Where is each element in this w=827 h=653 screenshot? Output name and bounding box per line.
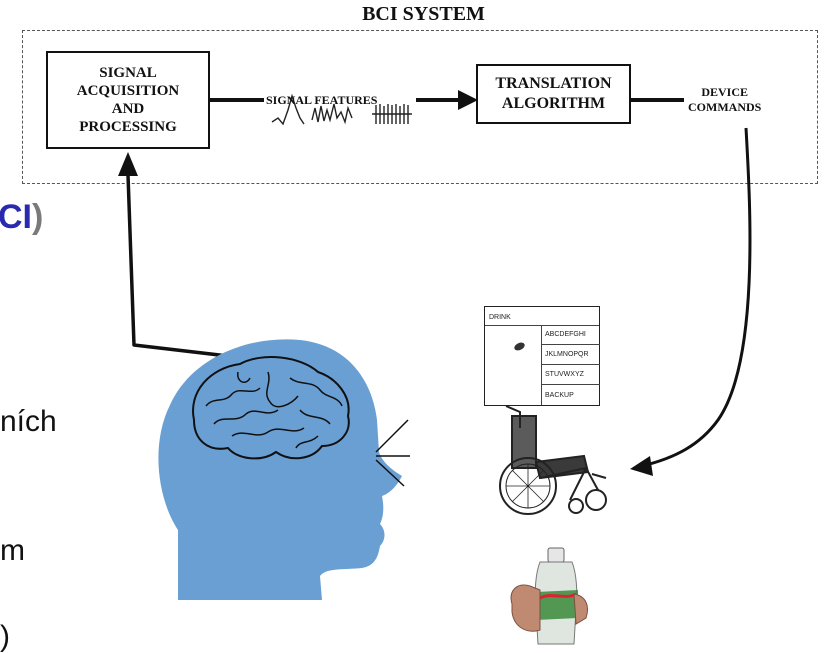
screen-word: DRINK	[489, 314, 511, 321]
screen-divider	[485, 325, 599, 326]
signal-features-label: SIGNAL FEATURES	[266, 93, 378, 107]
signal-acquisition-block: SIGNAL ACQUISITION AND PROCESSING	[46, 51, 210, 149]
menu-item: STUVWXYZ	[542, 365, 600, 385]
slide-text-fragment-2: m	[0, 534, 25, 567]
emission-lines-icon	[375, 419, 410, 487]
slide-title-paren: )	[32, 198, 44, 236]
waveform-icon	[271, 93, 412, 126]
diagram-heading: BCI SYSTEM	[362, 3, 485, 25]
menu-item: JKLMNOPQR	[542, 345, 600, 365]
translation-algorithm-block: TRANSLATION ALGORITHM	[476, 64, 631, 124]
wheelchair-icon	[499, 405, 607, 515]
arrow-to-acquisition	[118, 152, 138, 176]
cursor-icon	[513, 341, 526, 352]
speller-screen: DRINK ABCDEFGHI JKLMNOPQR STUVWXYZ BACKU…	[484, 306, 600, 406]
screen-menu: ABCDEFGHI JKLMNOPQR STUVWXYZ BACKUP	[541, 325, 600, 405]
hand-bottle-icon	[510, 547, 588, 645]
menu-item: ABCDEFGHI	[542, 325, 600, 345]
slide-text-fragment-1: ních	[0, 405, 57, 438]
feedback-path	[126, 174, 263, 362]
command-path	[641, 127, 752, 468]
arrow-to-translation	[458, 90, 478, 110]
slide-title-fragment: CI)	[0, 200, 43, 234]
slide-text-fragment-3: )	[0, 620, 10, 653]
device-commands-label: DEVICE COMMANDS	[688, 85, 762, 114]
signal-acquisition-label: SIGNAL ACQUISITION AND PROCESSING	[76, 65, 180, 135]
arrow-to-devices	[630, 456, 653, 476]
brain-icon	[192, 356, 350, 460]
system-boundary	[22, 30, 818, 184]
slide-title-acronym: CI	[0, 198, 32, 236]
menu-item: BACKUP	[545, 391, 574, 399]
translation-algorithm-label: TRANSLATION ALGORITHM	[495, 75, 612, 112]
